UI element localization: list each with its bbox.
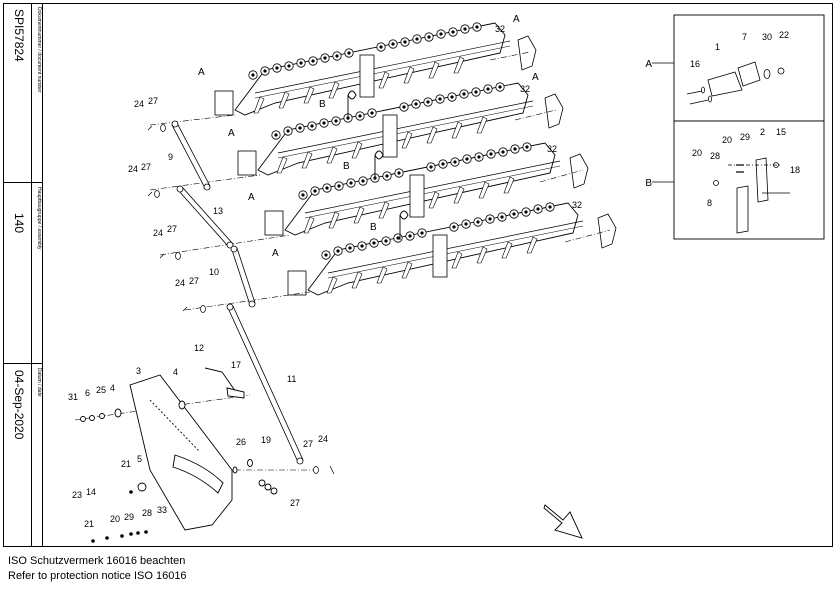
- callout-text: B: [319, 99, 326, 110]
- roller-row-3: [264, 142, 561, 236]
- callout-text: 2: [760, 127, 765, 137]
- callout-text: 24: [318, 434, 328, 444]
- callout-text: 8: [707, 198, 712, 208]
- roller-row-2: [237, 82, 534, 176]
- callout-text: A: [532, 72, 539, 83]
- footer-protection-notice-de: ISO Schutzvermerk 16016 beachten: [8, 555, 186, 567]
- callouts-rows: A 32 A B A 32 B A 32 B A 32 A: [198, 14, 582, 259]
- detail-a-parts: [686, 61, 785, 105]
- roller-row-1: [214, 22, 511, 116]
- callout-text: B: [370, 222, 377, 233]
- callout-text: 4: [110, 383, 115, 393]
- callout-text: 3: [136, 366, 141, 376]
- callout-text: 22: [779, 30, 789, 40]
- document-number-cell: Dokumentnummer / document number SPI5782…: [3, 3, 43, 183]
- end-brackets-right: [517, 35, 617, 249]
- callout-text: 10: [209, 267, 219, 277]
- callout-text: 24: [153, 228, 163, 238]
- callout-text: 31: [68, 392, 78, 402]
- callout-text: 27: [167, 224, 177, 234]
- callout-text: 24: [128, 164, 138, 174]
- callout-text: 32: [572, 200, 582, 210]
- callout-text: 9: [168, 152, 173, 162]
- callout-text: 30: [762, 32, 772, 42]
- callout-text: A: [248, 192, 255, 203]
- callout-text: 20: [722, 135, 732, 145]
- callout-text: 27: [141, 162, 151, 172]
- callout-text: 14: [86, 487, 96, 497]
- callout-text: A: [228, 128, 235, 139]
- callout-text: 5: [137, 454, 142, 464]
- callout-text: B: [343, 161, 350, 172]
- callout-text: 16: [690, 59, 700, 69]
- callout-text: 26: [236, 437, 246, 447]
- callout-text: 27: [303, 439, 313, 449]
- callout-text: 12: [194, 343, 204, 353]
- assembly-cell: Hauptbaugruppe / assembly 140: [3, 183, 43, 364]
- callout-text: 28: [142, 508, 152, 518]
- callout-text: 32: [495, 24, 505, 34]
- callout-text: 18: [790, 165, 800, 175]
- callouts-lower: 12 17 3 4 31 6 25 4 26 19 27 24 21 5 23 …: [68, 343, 328, 529]
- callouts-links: 24 27 9 24 27 13 24 27 10 24 27 11: [128, 96, 296, 384]
- callout-text: 4: [173, 367, 178, 377]
- callout-text: A: [272, 248, 279, 259]
- title-block-sidebar: Dokumentnummer / document number SPI5782…: [3, 3, 43, 547]
- detail-box-b: [673, 120, 825, 240]
- callout-text: 21: [84, 519, 94, 529]
- date-cell: Datum / date 04-Sep-2020: [3, 364, 43, 547]
- callout-text: 27: [189, 276, 199, 286]
- detail-b-parts: [713, 157, 790, 234]
- callout-text: 11: [287, 374, 296, 384]
- callout-text: 20: [692, 148, 702, 158]
- roller-row-4: [287, 202, 584, 296]
- callout-text: 32: [520, 84, 530, 94]
- lower-fasteners: [91, 490, 148, 543]
- callout-text: 24: [175, 278, 185, 288]
- spring-clips: [347, 90, 409, 240]
- callout-text: 20: [110, 514, 120, 524]
- callout-text: 7: [742, 32, 747, 42]
- link-rods: [171, 120, 304, 465]
- callout-text: 28: [710, 151, 720, 161]
- callout-text: 17: [231, 360, 241, 370]
- orientation-arrow: [543, 504, 583, 539]
- rod-fasteners: [147, 124, 335, 475]
- callout-text: 29: [740, 132, 750, 142]
- side-plate-assembly: [80, 367, 278, 531]
- callout-text: 13: [213, 206, 223, 216]
- detail-callouts: A B 1 7 30 22 16 20 29 2 15 20 28 18 8: [645, 30, 800, 208]
- callout-text: 25: [96, 385, 106, 395]
- drawing-frame: [3, 3, 833, 547]
- callout-text: 32: [547, 144, 557, 154]
- callout-text: A: [198, 67, 205, 78]
- detail-a-letter: A: [645, 59, 652, 70]
- callout-text: 27: [290, 498, 300, 508]
- callout-text: 29: [124, 512, 134, 522]
- callout-text: 27: [148, 96, 158, 106]
- callout-text: 6: [85, 388, 90, 398]
- callout-text: A: [513, 14, 520, 25]
- callout-text: 21: [121, 459, 131, 469]
- footer-protection-notice-en: Refer to protection notice ISO 16016: [8, 570, 187, 582]
- callout-text: 24: [134, 99, 144, 109]
- callout-text: 15: [776, 127, 786, 137]
- callout-text: 19: [261, 435, 271, 445]
- detail-b-letter: B: [645, 178, 652, 189]
- callout-text: 33: [157, 505, 167, 515]
- callout-text: 23: [72, 490, 82, 500]
- callout-text: 1: [715, 42, 720, 52]
